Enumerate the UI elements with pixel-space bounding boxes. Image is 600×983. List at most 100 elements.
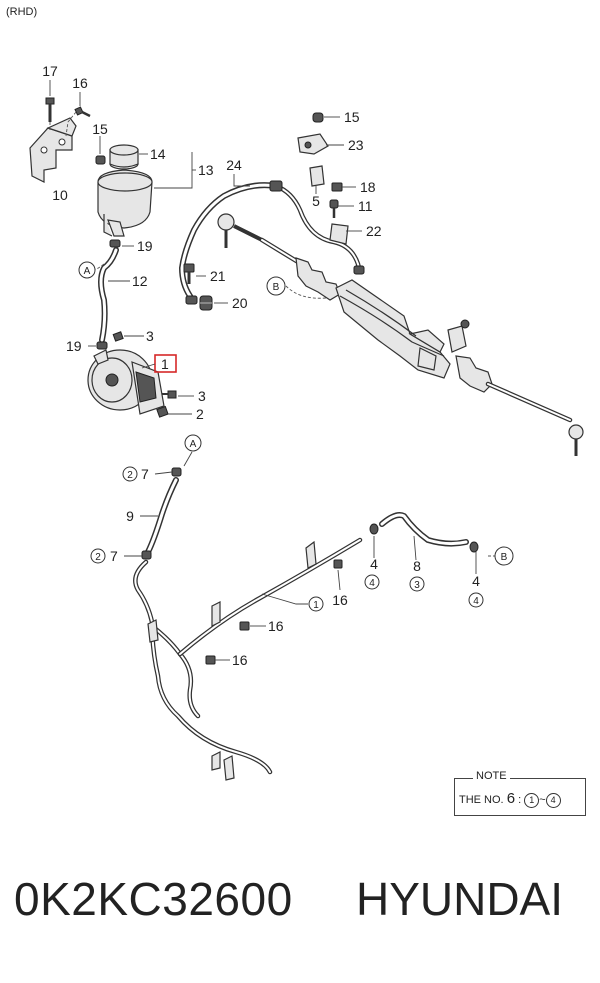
clip-5 <box>309 165 325 187</box>
reservoir-13 <box>97 169 153 237</box>
note-range-start: 1 <box>524 793 540 808</box>
bolt-18 <box>331 182 343 192</box>
callout-24: 24 <box>226 157 242 173</box>
svg-text:2: 2 <box>127 470 133 481</box>
svg-text:4: 4 <box>369 578 375 589</box>
steering-gear <box>217 213 584 456</box>
bolt-17 <box>45 97 55 122</box>
callout-3-lower: 3 <box>198 388 206 404</box>
power-steering-diagram: 17 16 15 14 13 10 19 12 19 3 1 3 2 15 23… <box>29 63 584 781</box>
callout-15-right: 15 <box>344 109 360 125</box>
note-separator: : <box>518 794 522 806</box>
callout-3-upper: 3 <box>146 328 154 344</box>
callout-5: 5 <box>312 193 320 209</box>
circled-1-tube: 1 <box>308 596 324 612</box>
bolt-16-lower <box>205 655 216 665</box>
note-prefix: THE NO. <box>459 794 504 806</box>
bolt-2 <box>156 405 169 418</box>
clamp-7-bottom <box>141 550 152 560</box>
callout-11: 11 <box>358 198 373 214</box>
circled-4-left: 4 <box>364 574 380 590</box>
clamp-4-left <box>369 523 379 535</box>
note-box: NOTE THE NO. 6 : 1~4 <box>454 770 586 816</box>
callout-2: 2 <box>196 406 204 422</box>
note-number: 6 <box>506 790 516 807</box>
svg-text:B: B <box>273 282 280 293</box>
svg-text:2: 2 <box>95 552 101 563</box>
callout-12: 12 <box>132 273 148 289</box>
svg-text:4: 4 <box>473 596 479 607</box>
clip-22 <box>329 223 349 245</box>
callout-22: 22 <box>366 223 382 239</box>
return-tube-1 <box>133 537 363 775</box>
bolt-16-right <box>333 559 343 569</box>
marker-b-top: B <box>266 276 286 296</box>
callout-20: 20 <box>232 295 248 311</box>
circled-2-bottom: 2 <box>90 548 106 564</box>
note-tilde: ~ <box>539 794 546 806</box>
hose-9 <box>145 477 179 555</box>
callout-19-bottom: 19 <box>66 338 82 354</box>
leader-lines <box>49 80 495 661</box>
hose-12 <box>98 247 119 343</box>
bolt-16-mid <box>239 621 250 631</box>
seal-20 <box>199 295 213 311</box>
callout-16-mid: 16 <box>268 618 284 634</box>
note-text: THE NO. 6 : 1~4 <box>459 790 561 808</box>
marker-b-bottom: B <box>494 546 514 566</box>
callout-18: 18 <box>360 179 376 195</box>
hose-8 <box>379 512 469 547</box>
bolt-3-lower <box>162 390 177 399</box>
bolt-3-upper <box>112 331 124 342</box>
callout-4-right: 4 <box>472 573 480 589</box>
circled-3-hose: 3 <box>409 576 425 592</box>
bolt-21 <box>183 263 195 284</box>
svg-text:A: A <box>84 266 91 277</box>
bolt-16-top <box>74 106 91 118</box>
callout-15-left: 15 <box>92 121 108 137</box>
svg-text:A: A <box>190 439 197 450</box>
callout-23: 23 <box>348 137 364 153</box>
svg-text:1: 1 <box>313 600 319 611</box>
callout-16-right: 16 <box>332 592 348 608</box>
clamp-4-right <box>469 541 479 553</box>
pump-1 <box>87 349 165 415</box>
callout-9: 9 <box>126 508 134 524</box>
cap-14 <box>109 144 139 170</box>
callout-19-top: 19 <box>137 238 153 254</box>
callout-8: 8 <box>413 558 421 574</box>
brand-name: HYUNDAI <box>356 873 564 925</box>
clamp-19-bottom <box>96 341 108 350</box>
callout-1: 1 <box>161 356 169 372</box>
callout-10: 10 <box>52 187 68 203</box>
callout-7-top: 7 <box>141 466 149 482</box>
pressure-hose-24 <box>179 180 365 305</box>
callout-14: 14 <box>150 146 166 162</box>
callout-17: 17 <box>42 63 58 79</box>
circled-4-right: 4 <box>468 592 484 608</box>
callout-4-left: 4 <box>370 556 378 572</box>
marker-a-top: A <box>78 261 96 279</box>
callout-13: 13 <box>198 162 214 178</box>
bracket-10 <box>29 117 77 183</box>
bracket-23 <box>297 133 329 155</box>
note-title: NOTE <box>473 770 510 782</box>
svg-text:3: 3 <box>414 580 420 591</box>
circled-2-top: 2 <box>122 466 138 482</box>
highlight-box <box>154 354 177 373</box>
callout-16-lower: 16 <box>232 652 248 668</box>
marker-a-bottom: A <box>184 434 202 452</box>
note-range-end: 4 <box>545 793 561 808</box>
callout-16-top: 16 <box>72 75 88 91</box>
nut-15-right <box>312 112 324 123</box>
clamp-19-top <box>109 239 121 248</box>
bolt-11 <box>329 199 339 218</box>
part-number: 0K2KC32600 <box>14 873 293 925</box>
callout-7-bottom: 7 <box>110 548 118 564</box>
variant-label: (RHD) <box>6 6 38 18</box>
clamp-7-top <box>171 467 182 477</box>
svg-text:B: B <box>501 552 508 563</box>
tube-brackets <box>147 540 317 781</box>
nut-15-left <box>95 155 106 165</box>
callout-21: 21 <box>210 268 226 284</box>
